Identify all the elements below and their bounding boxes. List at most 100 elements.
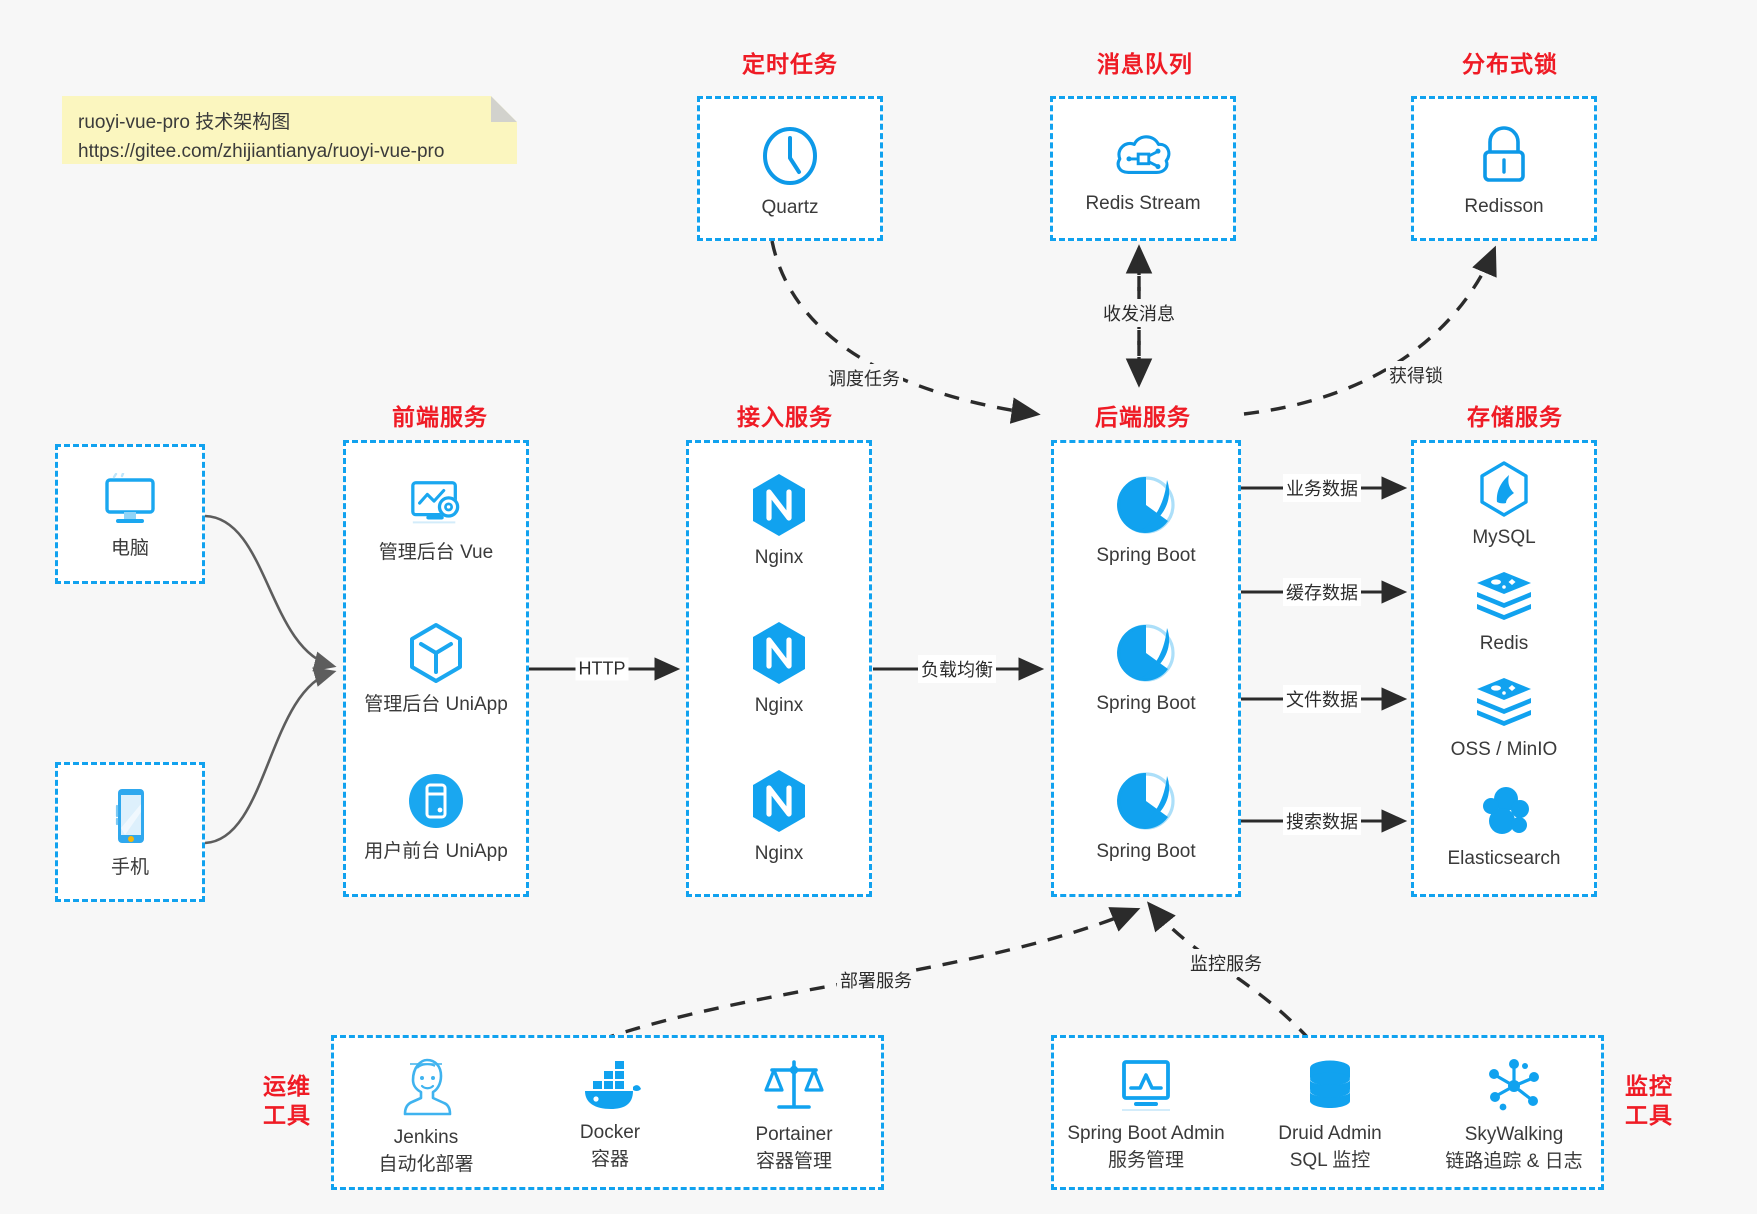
node-user-uniapp[interactable]: 用户前台 UniApp: [346, 761, 526, 873]
edge-label-messaging: 收发消息: [1100, 299, 1178, 327]
node-label: Quartz: [761, 196, 819, 218]
node-oss-minio[interactable]: OSS / MinIO: [1414, 671, 1594, 767]
node-mobile[interactable]: 手机: [58, 779, 202, 887]
mobile-icon: [115, 788, 144, 843]
docker-icon: [585, 1061, 641, 1110]
node-label: Nginx: [754, 546, 804, 568]
group-title-monitor-line1: 监控: [1625, 1073, 1673, 1099]
group-box-scheduler[interactable]: Quartz: [697, 96, 883, 241]
group-title-devops: 运维 工具: [255, 1072, 319, 1130]
group-title-gateway: 接入服务: [737, 404, 833, 430]
node-label: Redis: [1479, 632, 1529, 654]
edge-schedule: [770, 240, 1041, 424]
node-redisson[interactable]: Redisson: [1414, 117, 1594, 227]
node-label: 管理后台 Vue: [378, 541, 494, 563]
node-label: Docker: [579, 1122, 641, 1144]
dashboard-gear-icon: [411, 480, 460, 524]
group-box-gateway[interactable]: Nginx Nginx Nginx: [686, 440, 872, 897]
node-label: MySQL: [1472, 526, 1536, 548]
node-desktop[interactable]: 电脑: [58, 463, 202, 571]
group-title-devops-line1: 运维: [263, 1073, 311, 1099]
node-sublabel: 服务管理: [1107, 1150, 1184, 1171]
edge-label-biz-data: 业务数据: [1283, 474, 1361, 502]
node-redis[interactable]: Redis: [1414, 565, 1594, 661]
edge-label-monitoring: 监控服务: [1187, 949, 1265, 977]
database-icon: [1310, 1060, 1350, 1109]
nginx-icon: [753, 621, 805, 684]
node-label: Jenkins: [393, 1127, 459, 1149]
edge-label-file-data: 文件数据: [1283, 685, 1361, 713]
elasticsearch-icon: [1483, 786, 1529, 834]
node-label: 手机: [110, 856, 149, 878]
group-title-lock: 分布式锁: [1462, 51, 1558, 77]
node-spring-boot-2[interactable]: Spring Boot: [1054, 613, 1238, 725]
scale-icon: [764, 1060, 824, 1110]
node-admin-uniapp[interactable]: 管理后台 UniApp: [346, 613, 526, 725]
node-nginx-3[interactable]: Nginx: [689, 761, 869, 873]
node-elasticsearch[interactable]: Elasticsearch: [1414, 779, 1594, 875]
cloud-stream-icon: [1116, 134, 1171, 174]
node-label: Druid Admin: [1278, 1123, 1382, 1145]
note-fold-corner: [491, 96, 517, 122]
oss-icon: [1477, 677, 1531, 726]
node-docker[interactable]: Docker 容器: [518, 1052, 702, 1180]
group-title-scheduler: 定时任务: [742, 51, 838, 77]
group-box-mq[interactable]: Redis Stream: [1050, 96, 1236, 241]
group-title-devops-line2: 工具: [263, 1101, 311, 1128]
mysql-icon: [1480, 460, 1528, 517]
node-label: Portainer: [755, 1124, 833, 1146]
group-box-monitor[interactable]: Spring Boot Admin 服务管理 Druid Admin SQL 监…: [1051, 1035, 1604, 1190]
lock-icon: [1483, 125, 1525, 182]
group-box-lock[interactable]: Redisson: [1411, 96, 1597, 241]
jenkins-icon: [403, 1059, 452, 1116]
group-box-client-desktop[interactable]: 电脑: [55, 444, 205, 584]
node-nginx-1[interactable]: Nginx: [689, 465, 869, 577]
node-label: Spring Boot: [1096, 692, 1196, 714]
node-druid-admin[interactable]: Druid Admin SQL 监控: [1238, 1052, 1422, 1180]
node-label: SkyWalking: [1464, 1124, 1564, 1146]
spring-icon: [1117, 624, 1175, 682]
node-sublabel: 链路追踪 & 日志: [1445, 1151, 1583, 1172]
node-label: 用户前台 UniApp: [364, 840, 508, 862]
node-spring-boot-admin[interactable]: Spring Boot Admin 服务管理: [1054, 1052, 1238, 1180]
node-portainer[interactable]: Portainer 容器管理: [702, 1052, 886, 1180]
redis-icon: [1477, 571, 1531, 620]
edge-label-cache-data: 缓存数据: [1283, 578, 1361, 606]
node-skywalking[interactable]: SkyWalking 链路追踪 & 日志: [1422, 1052, 1606, 1180]
nginx-icon: [753, 473, 805, 536]
node-nginx-2[interactable]: Nginx: [689, 613, 869, 725]
node-label: Nginx: [754, 694, 804, 716]
group-box-backend[interactable]: Spring Boot Spring Boot Spring Boot: [1051, 440, 1241, 897]
node-sublabel: SQL 监控: [1289, 1150, 1371, 1171]
group-box-devops[interactable]: Jenkins 自动化部署 Docker 容器: [331, 1035, 884, 1190]
edge-label-search-data: 搜索数据: [1283, 807, 1361, 835]
spring-icon: [1117, 476, 1175, 534]
node-label: OSS / MinIO: [1450, 738, 1558, 760]
edge-clients-to-frontend: [204, 514, 337, 845]
edge-label-acquire-lock: 获得锁: [1386, 361, 1446, 389]
node-label: 电脑: [110, 537, 149, 559]
group-title-monitor-line2: 工具: [1625, 1101, 1673, 1128]
group-title-storage: 存储服务: [1467, 404, 1563, 430]
group-box-frontend[interactable]: 管理后台 Vue 管理后台 UniApp 用户前台 UniApp: [343, 440, 529, 897]
group-title-frontend: 前端服务: [392, 404, 488, 430]
edge-label-loadbalance: 负载均衡: [918, 655, 996, 683]
node-label: Redis Stream: [1085, 192, 1201, 214]
monitor-chart-icon: [1122, 1060, 1170, 1112]
node-spring-boot-3[interactable]: Spring Boot: [1054, 761, 1238, 873]
node-redis-stream[interactable]: Redis Stream: [1053, 117, 1233, 227]
node-label: Spring Boot Admin: [1067, 1123, 1225, 1145]
node-sublabel: 自动化部署: [378, 1154, 474, 1175]
clock-icon: [763, 126, 817, 185]
node-spring-boot-1[interactable]: Spring Boot: [1054, 465, 1238, 577]
node-quartz[interactable]: Quartz: [700, 117, 880, 227]
node-label: Elasticsearch: [1447, 847, 1561, 869]
group-box-storage[interactable]: MySQL Redis OSS / MinIO: [1411, 440, 1597, 897]
node-mysql[interactable]: MySQL: [1414, 457, 1594, 553]
node-admin-vue[interactable]: 管理后台 Vue: [346, 465, 526, 577]
node-jenkins[interactable]: Jenkins 自动化部署: [334, 1052, 518, 1180]
sticky-note: ruoyi-vue-pro 技术架构图 https://gitee.com/zh…: [62, 96, 517, 164]
group-title-monitor: 监控 工具: [1617, 1072, 1681, 1130]
group-box-client-mobile[interactable]: 手机: [55, 762, 205, 902]
